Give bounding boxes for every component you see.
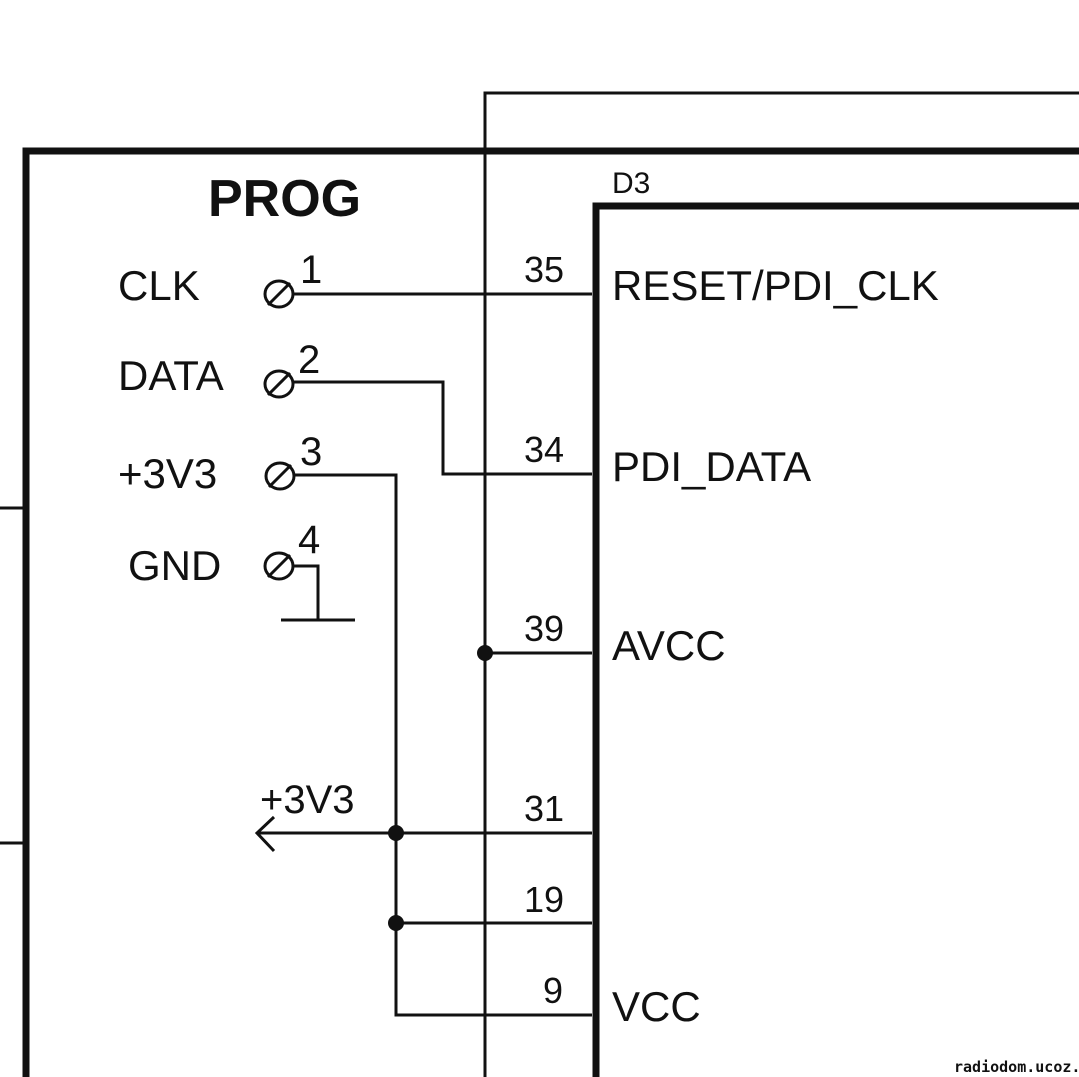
prog-connector: PROG CLK 1 DATA 2 +3V3 3 GND 4	[118, 170, 361, 589]
connector-pin-label: +3V3	[118, 450, 217, 497]
connector-pin-3: +3V3 3	[118, 430, 322, 497]
ic-pin-number: 9	[543, 970, 563, 1011]
watermark-text: radiodom.ucoz.ru	[954, 1058, 1079, 1076]
connector-pin-label: DATA	[118, 352, 224, 399]
data-wire	[293, 380, 592, 476]
board-outline	[0, 147, 1079, 1077]
vcc-supply-wire	[257, 473, 592, 1017]
ic-pin-number: 35	[524, 249, 564, 290]
connector-pin-number: 4	[298, 518, 320, 562]
ic-pin-39: 39 AVCC	[524, 608, 726, 669]
connector-pin-number: 3	[300, 430, 322, 474]
ic-pin-number: 31	[524, 788, 564, 829]
connector-pin-label: CLK	[118, 262, 200, 309]
connector-pin-4: GND 4	[128, 518, 320, 589]
ic-pin-19: 19	[524, 879, 564, 920]
connector-pin-number: 2	[298, 338, 320, 382]
connector-pin-1: CLK 1	[118, 248, 322, 309]
ic-pin-35: 35 RESET/PDI_CLK	[524, 249, 939, 309]
ic-pin-9: 9 VCC	[543, 970, 701, 1030]
ic-designator: D3	[612, 167, 650, 200]
ic-d3: D3	[592, 167, 1079, 1077]
connector-pin-2: DATA 2	[118, 338, 320, 399]
connector-title: PROG	[208, 170, 361, 228]
avcc-supply-wire	[477, 91, 1079, 1077]
ic-pin-name: PDI_DATA	[612, 443, 811, 490]
ic-pin-number: 19	[524, 879, 564, 920]
ic-pin-number: 34	[524, 429, 564, 470]
power-port-label: +3V3	[260, 778, 355, 822]
connector-pin-label: GND	[128, 542, 221, 589]
connector-pin-number: 1	[300, 248, 322, 292]
ic-pin-name: RESET/PDI_CLK	[612, 262, 939, 309]
ground-symbol	[281, 564, 355, 622]
ic-pin-31: 31	[524, 788, 564, 829]
ic-pin-34: 34 PDI_DATA	[524, 429, 811, 490]
ic-pin-name: VCC	[612, 983, 701, 1030]
ic-pin-number: 39	[524, 608, 564, 649]
ic-pin-name: AVCC	[612, 622, 726, 669]
power-port-3v3: +3V3	[254, 778, 355, 853]
